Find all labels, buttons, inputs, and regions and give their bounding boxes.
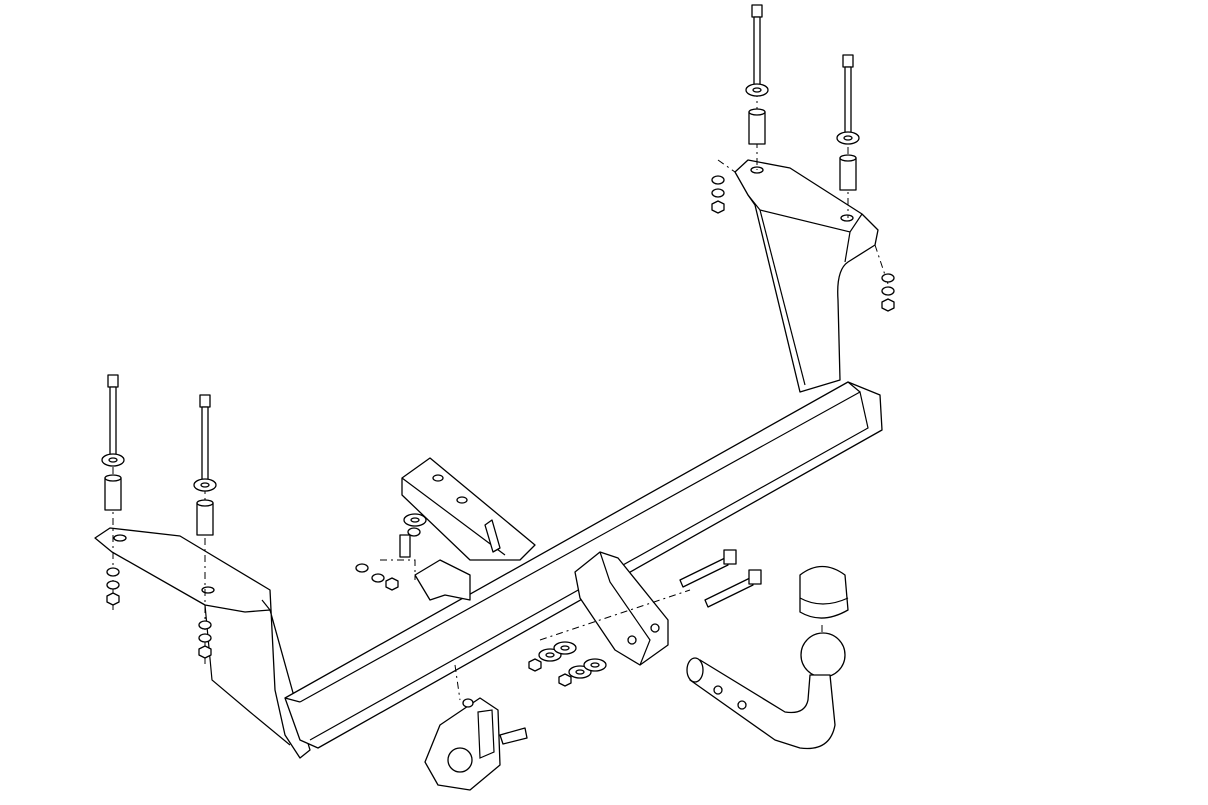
- washer-hole: [545, 652, 555, 658]
- spacer-top: [104, 474, 122, 482]
- hitch-bolt: [704, 577, 754, 608]
- lock-washer: [711, 175, 725, 185]
- bolt-shank: [844, 66, 852, 138]
- washer-hole: [108, 457, 118, 463]
- hitch-bolt-head: [723, 549, 737, 565]
- hitch-bolt: [679, 557, 729, 588]
- washer-hole: [843, 135, 853, 141]
- hex-nut: [528, 658, 542, 672]
- hex-nut: [881, 298, 895, 312]
- spacer-tube: [104, 477, 122, 511]
- spacer-tube: [748, 111, 766, 145]
- washer-hole: [575, 669, 585, 675]
- hex-nut: [558, 673, 572, 687]
- spacer-top: [196, 499, 214, 507]
- electrical-socket-plate: [424, 697, 501, 791]
- lock-washer: [355, 563, 369, 573]
- lock-washer: [198, 620, 212, 630]
- bolt-head: [842, 54, 854, 68]
- washer-hole: [200, 482, 210, 488]
- lock-washer: [371, 573, 385, 583]
- lock-washer: [881, 286, 895, 296]
- tow-ball-assembly: [686, 565, 849, 750]
- center-bracket: [401, 457, 536, 601]
- fasteners: [101, 4, 895, 745]
- lock-washer: [106, 567, 120, 577]
- bolt-head: [199, 394, 211, 408]
- washer-hole: [752, 87, 762, 93]
- washer-hole: [410, 517, 420, 523]
- bolt-shank: [109, 386, 117, 463]
- lock-washer: [198, 633, 212, 643]
- right-mounting-bracket: [734, 159, 879, 393]
- hex-nut: [385, 577, 399, 591]
- stud-bolt: [399, 534, 411, 558]
- hitch-bolt-head: [748, 569, 762, 585]
- socket-bolt: [499, 727, 528, 745]
- left-mounting-bracket: [94, 527, 311, 759]
- lock-washer: [881, 273, 895, 283]
- hex-nut: [198, 645, 212, 659]
- lock-washer: [407, 527, 421, 537]
- lock-washer: [106, 580, 120, 590]
- spacer-tube: [839, 157, 857, 191]
- washer-hole: [590, 662, 600, 668]
- bolt-head: [751, 4, 763, 18]
- bolt-head: [107, 374, 119, 388]
- washer-hole: [560, 645, 570, 651]
- hex-nut: [106, 592, 120, 606]
- hitch-mounting-plates: [574, 551, 669, 666]
- lock-washer: [711, 188, 725, 198]
- spacer-tube: [196, 502, 214, 536]
- bolt-shank: [201, 406, 209, 483]
- spacer-top: [839, 154, 857, 162]
- hex-nut: [711, 200, 725, 214]
- spacer-top: [748, 108, 766, 116]
- bolt-shank: [753, 16, 761, 88]
